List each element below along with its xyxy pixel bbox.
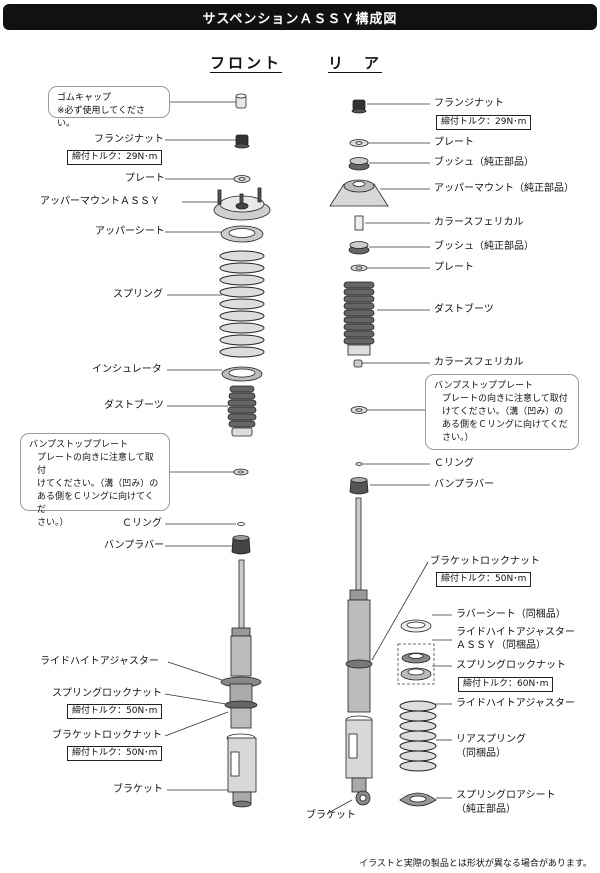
rear-bump-stop-plate-note: プレートの向きに注意して取付 けてください。（溝（凹み）の ある側をＣリングに向… xyxy=(442,394,568,443)
front-spring-lock-nut-label: スプリングロックナット xyxy=(52,688,162,699)
front-insulator xyxy=(221,366,263,382)
rear-ride-height-adjuster xyxy=(400,667,432,681)
rear-rubber-seat-label: ラバーシート（同梱品） xyxy=(456,609,566,620)
rear-bush-upper-label: ブッシュ（純正部品） xyxy=(434,157,534,168)
rear-bush-upper xyxy=(348,157,370,171)
rear-adjuster-assy-label-2: ＡＳＳＹ（同梱品） xyxy=(456,640,546,651)
leader-lines xyxy=(164,101,452,813)
front-c-ring xyxy=(237,522,245,526)
rear-collar-upper-label: カラースフェリカル xyxy=(434,217,524,228)
rear-spring-lower-seat-label-2: （純正部品） xyxy=(456,804,516,815)
front-flange-nut-torque: 締付トルク：29N･m xyxy=(67,150,163,165)
rear-flange-nut xyxy=(351,99,367,114)
front-upper-mount-label: アッパーマウントＡＳＳＹ xyxy=(40,196,160,207)
rear-spring-lock-nut-label: スプリングロックナット xyxy=(456,660,566,671)
front-spring-label: スプリング xyxy=(113,289,163,300)
front-spring-lock-nut-torque: 締付トルク：50N･m xyxy=(67,704,163,719)
front-ride-height-adjuster-label: ライドハイトアジャスター xyxy=(40,656,159,667)
rear-bracket-lock-nut-torque: 締付トルク：50N･m xyxy=(436,572,532,587)
front-flange-nut xyxy=(234,134,250,149)
rear-column-title: リ ア xyxy=(328,54,383,72)
rear-bush-lower-label: ブッシュ（純正部品） xyxy=(434,241,534,252)
front-spring xyxy=(219,250,265,358)
front-bump-stop-plate-callout: バンプストッププレート プレートの向きに注意して取付 けてください。（溝（凹み）… xyxy=(20,433,170,528)
rear-adjuster-assy-box xyxy=(397,643,435,685)
rear-bracket-label: ブラケット xyxy=(306,810,356,821)
front-dust-boot-label: ダストブーツ xyxy=(104,400,164,411)
rear-shock-absorber xyxy=(345,497,373,806)
rear-plate-lower-label: プレート xyxy=(434,262,474,273)
rear-collar-upper xyxy=(354,215,364,231)
rear-bush-lower xyxy=(348,241,370,255)
rear-dust-boot xyxy=(343,281,375,356)
rear-bump-stop-plate xyxy=(350,406,368,414)
rear-spring xyxy=(399,700,437,772)
rear-collar-lower xyxy=(353,359,363,368)
front-upper-mount xyxy=(213,187,271,221)
front-rubber-cap xyxy=(235,93,247,109)
rear-upper-mount xyxy=(329,179,389,207)
rear-plate xyxy=(349,139,369,147)
front-bump-rubber xyxy=(231,535,251,555)
front-column-title: フロント xyxy=(210,54,283,72)
rear-flange-nut-label: フランジナット xyxy=(434,98,504,109)
front-rubber-cap-callout: ゴムキャップ ※必ず使用してください。 xyxy=(48,86,170,129)
rear-spring-label-1: リアスプリング xyxy=(456,734,526,745)
front-flange-nut-label: フランジナット xyxy=(94,134,164,145)
front-rubber-cap-heading: ゴムキャップ xyxy=(57,93,112,103)
rear-adjuster-assy-label-1: ライドハイトアジャスター xyxy=(456,627,575,638)
front-plate-label: プレート xyxy=(125,173,165,184)
rear-plate-label: プレート xyxy=(434,137,474,148)
rear-spring-label-2: （同梱品） xyxy=(456,748,506,759)
rear-spring-lower-seat-label-1: スプリングロアシート xyxy=(456,790,556,801)
front-upper-seat xyxy=(220,225,264,243)
rear-flange-nut-torque: 締付トルク：29N･m xyxy=(436,115,532,130)
rear-bump-rubber xyxy=(349,477,369,495)
front-rubber-cap-note: ※必ず使用してください。 xyxy=(57,106,146,129)
rear-rubber-seat xyxy=(400,619,432,633)
front-shock-absorber xyxy=(220,559,262,808)
front-bump-stop-plate-note: プレートの向きに注意して取付 けてください。（溝（凹み）の ある側をＣリングに向… xyxy=(37,453,159,528)
rear-ride-height-adjuster-label: ライドハイトアジャスター xyxy=(456,698,575,709)
front-c-ring-label: Ｃリング xyxy=(122,518,162,529)
rear-spring-lock-nut-torque: 締付トルク：60N･m xyxy=(458,677,554,692)
rear-upper-mount-label: アッパーマウント（純正部品） xyxy=(434,183,574,194)
footnote: イラストと実際の製品とは形状が異なる場合があります。 xyxy=(359,859,592,869)
rear-collar-lower-label: カラースフェリカル xyxy=(434,357,524,368)
front-bump-stop-plate-heading: バンプストッププレート xyxy=(29,440,129,450)
diagram-title: サスペンションＡＳＳＹ構成図 xyxy=(3,4,597,30)
rear-c-ring-label: Ｃリング xyxy=(434,458,474,469)
rear-bump-stop-plate-heading: バンプストッププレート xyxy=(434,381,534,391)
front-bracket-lock-nut-torque: 締付トルク：50N･m xyxy=(67,746,163,761)
front-dust-boot xyxy=(227,385,257,437)
rear-bump-rubber-label: バンプラバー xyxy=(434,479,495,490)
front-bracket-label: ブラケット xyxy=(113,784,163,795)
front-upper-seat-label: アッパーシート xyxy=(95,226,165,237)
front-bump-rubber-label: バンプラバー xyxy=(104,540,165,551)
front-insulator-label: インシュレータ xyxy=(92,364,162,375)
rear-bump-stop-plate-callout: バンプストッププレート プレートの向きに注意して取付 けてください。（溝（凹み）… xyxy=(425,374,579,450)
rear-spring-lock-nut xyxy=(401,652,431,664)
rear-plate-lower xyxy=(350,264,368,272)
front-bracket-lock-nut-label: ブラケットロックナット xyxy=(52,730,162,741)
front-plate xyxy=(233,175,251,183)
front-bump-stop-plate xyxy=(233,468,249,476)
rear-dust-boot-label: ダストブーツ xyxy=(434,304,494,315)
rear-c-ring xyxy=(355,462,363,466)
rear-bracket-lock-nut-label: ブラケットロックナット xyxy=(430,556,540,567)
rear-spring-lower-seat xyxy=(399,792,437,807)
